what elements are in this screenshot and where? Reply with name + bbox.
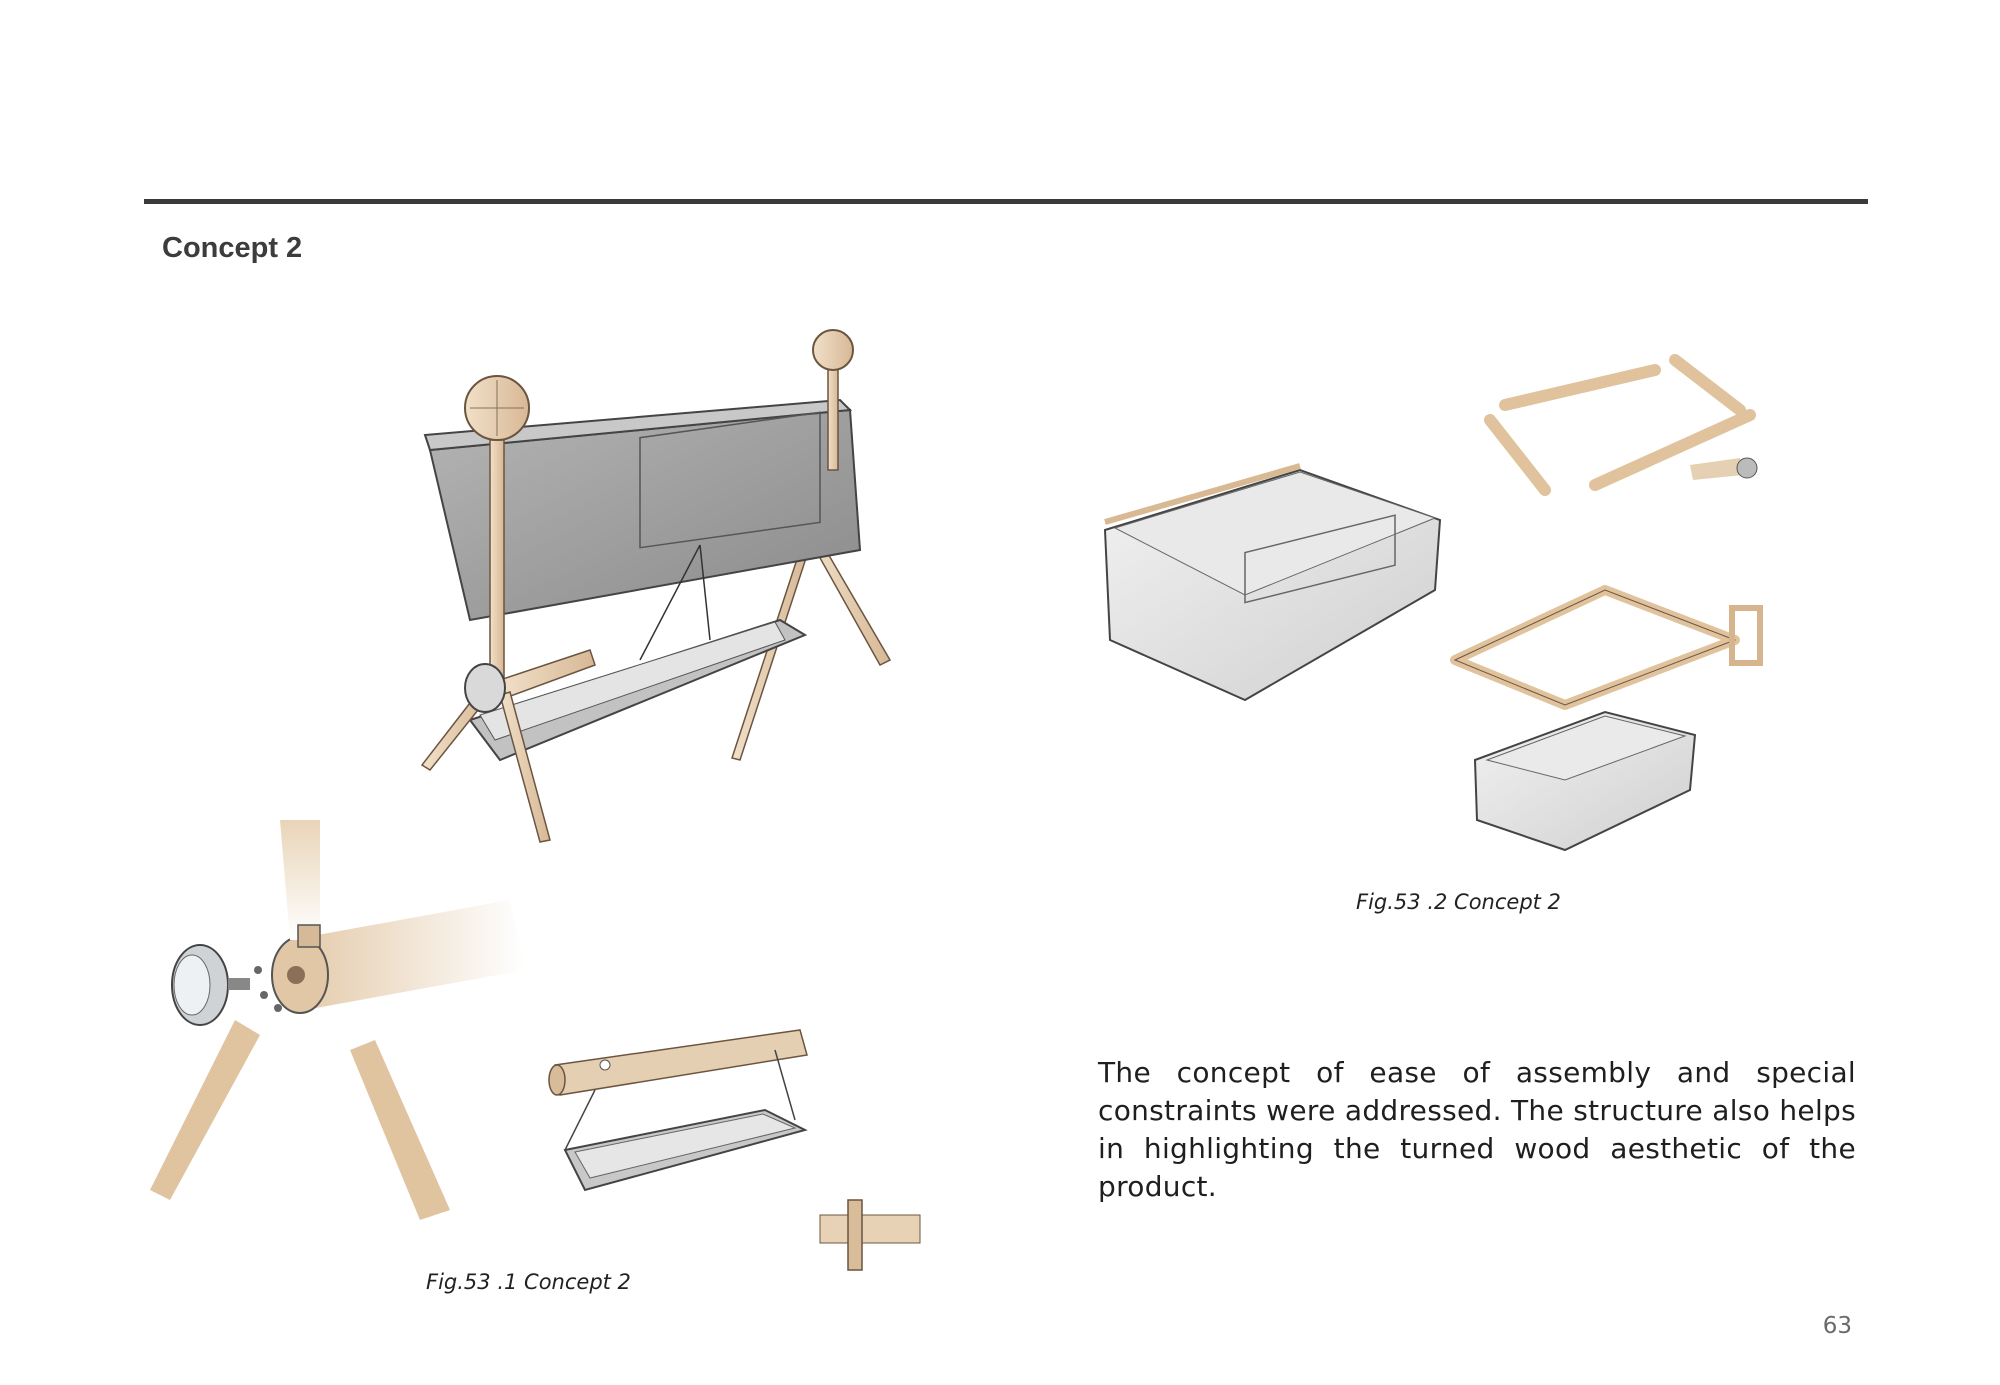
figure-caption-1: Fig.53 .1 Concept 2 [426,1270,631,1294]
page-number: 63 [1822,1313,1852,1339]
hanging-tray-sketch [548,1029,808,1192]
header-rule [144,199,1868,204]
bassinet-sketch [420,329,892,843]
concept-description: The concept of ease of assembly and spec… [1098,1056,1856,1203]
section-title: Concept 2 [162,232,303,264]
joint-detail-sketch [150,820,525,1220]
figure-caption-2: Fig.53 .2 Concept 2 [1356,890,1561,914]
peg-detail-sketch [819,1199,921,1271]
exploded-frame-sketch [1103,354,1763,852]
